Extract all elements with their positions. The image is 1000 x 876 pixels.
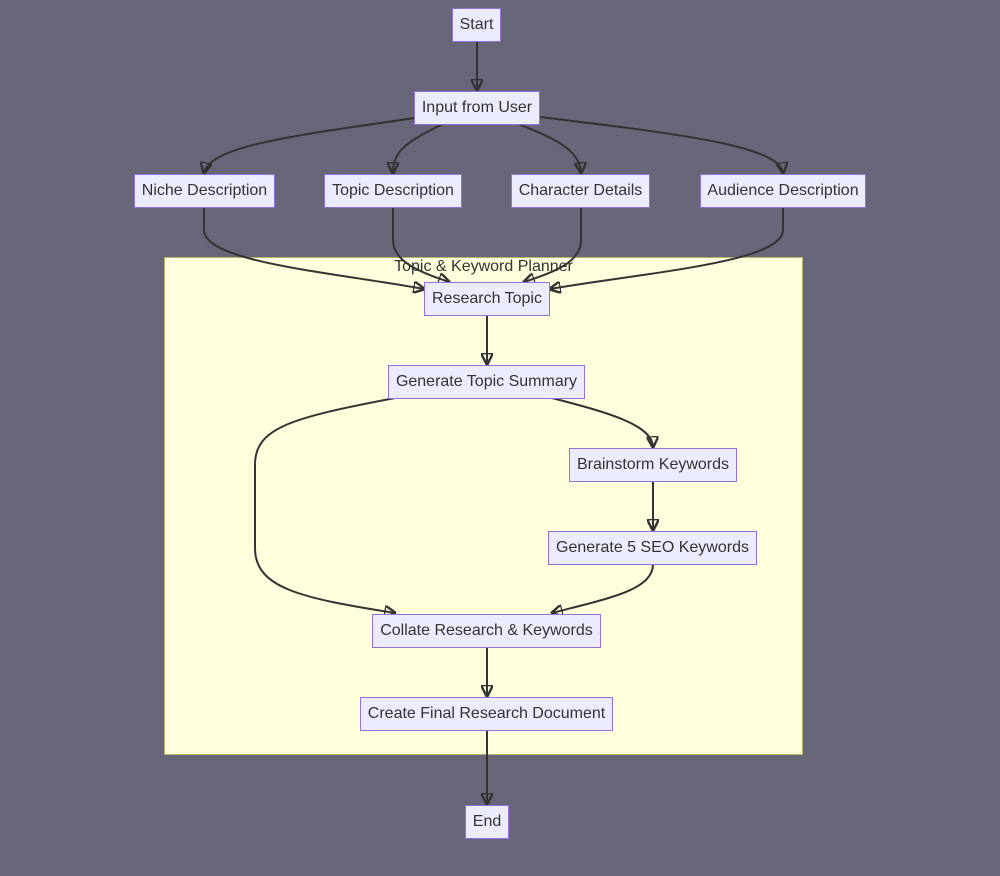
edge-input-niche	[204, 117, 415, 173]
cluster-label: Topic & Keyword Planner	[394, 258, 573, 275]
node-create-final-research-document: Create Final Research Document	[360, 697, 613, 731]
node-research-topic: Research Topic	[424, 282, 550, 316]
node-end: End	[465, 805, 509, 839]
edge-input-character	[517, 123, 581, 173]
edge-character-research	[524, 207, 582, 282]
node-generate-seo-keywords: Generate 5 SEO Keywords	[548, 531, 757, 565]
edge-niche-research	[203, 207, 424, 289]
edge-summary-brainstorm	[551, 397, 653, 447]
node-generate-topic-summary: Generate Topic Summary	[388, 365, 585, 399]
node-input-from-user: Input from User	[414, 91, 540, 125]
edge-summary-collate	[254, 397, 395, 613]
cluster-topic-keyword-planner: Topic & Keyword Planner	[164, 257, 803, 755]
node-niche-description: Niche Description	[134, 174, 275, 208]
node-start: Start	[452, 8, 501, 42]
node-topic-description: Topic Description	[324, 174, 462, 208]
edge-topic-research	[392, 207, 449, 282]
edge-input-audience	[539, 116, 783, 173]
node-collate-research-keywords: Collate Research & Keywords	[372, 614, 601, 648]
edge-seo-collate	[552, 563, 654, 613]
node-brainstorm-keywords: Brainstorm Keywords	[569, 448, 737, 482]
edge-input-topic	[393, 123, 444, 173]
node-audience-description: Audience Description	[700, 174, 866, 208]
edge-audience-research	[550, 207, 784, 289]
node-character-details: Character Details	[511, 174, 650, 208]
